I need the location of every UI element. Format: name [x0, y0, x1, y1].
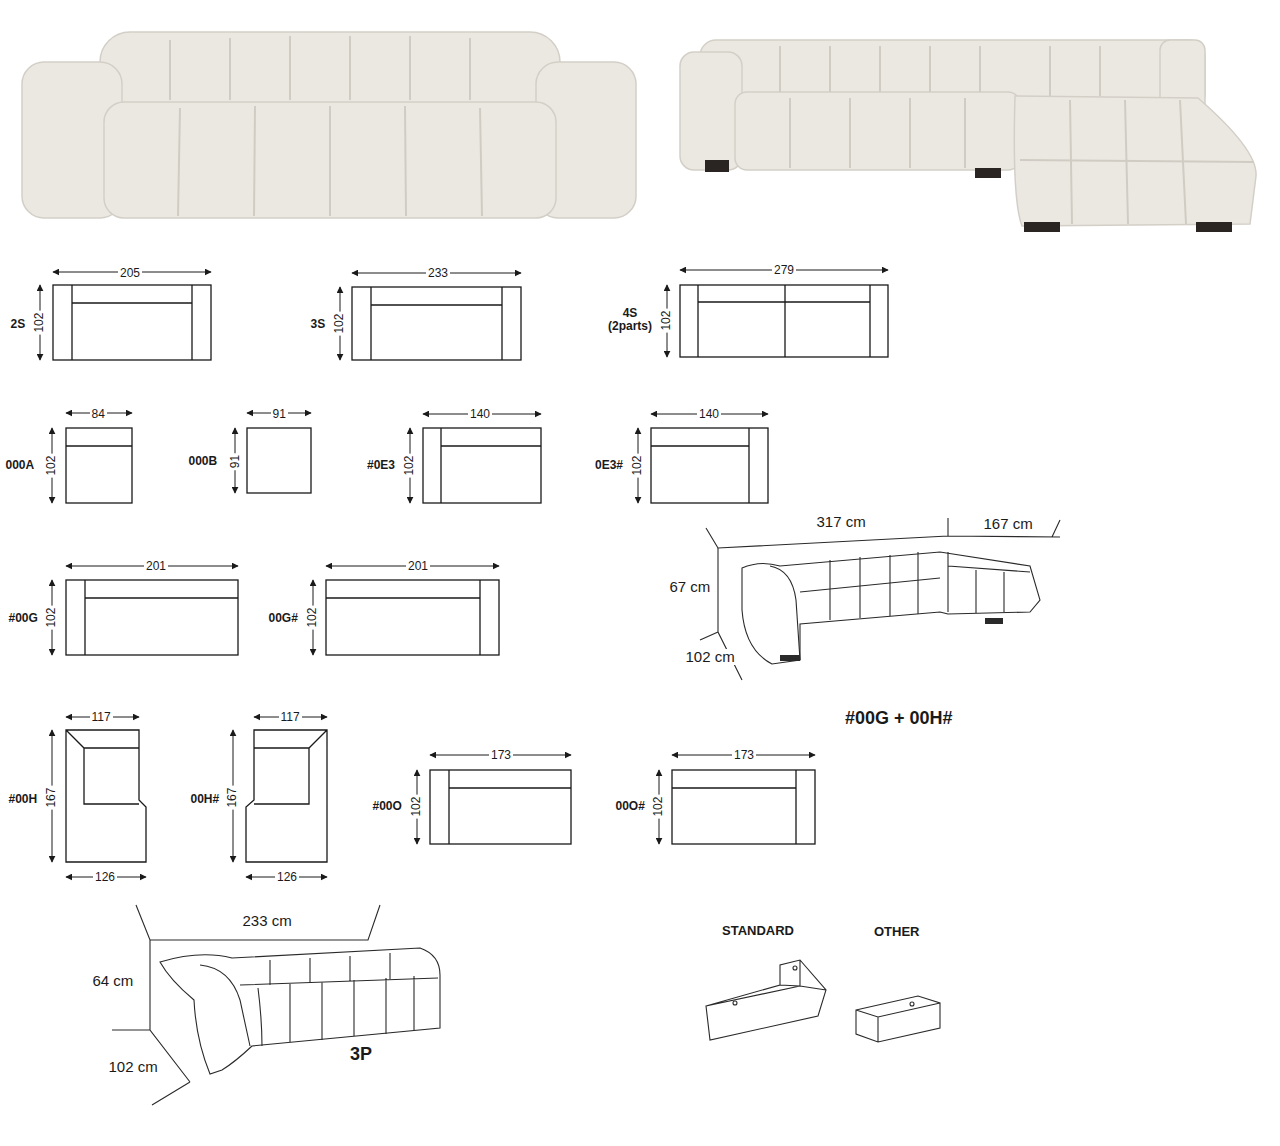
dimension-label: 102 — [45, 453, 58, 477]
dimension-label: 279 — [772, 264, 796, 277]
dimension-label: 102 — [333, 311, 346, 335]
dimension-label: 102 — [410, 794, 423, 818]
dimension-label: 173 — [732, 749, 756, 762]
dimension-label: 64 cm — [91, 973, 136, 990]
view-title: #00G + 00H# — [843, 709, 955, 729]
dimension-label: 102 — [652, 794, 665, 818]
dimension-label: 233 — [426, 267, 450, 280]
dimension-label: 91 — [229, 452, 242, 469]
dimension-label: 201 — [406, 560, 430, 573]
module-code: 000A — [5, 459, 36, 472]
dimension-label: 126 — [93, 871, 117, 884]
dimension-label: 102 — [306, 605, 319, 629]
module-code: 2S — [10, 318, 27, 331]
module-code: 3S — [310, 318, 327, 331]
dimension-label: 102 — [631, 453, 644, 477]
sofa-photo — [22, 32, 636, 218]
dimension-label: 140 — [697, 408, 721, 421]
module-code: #00H — [8, 793, 39, 806]
module-code: 000B — [188, 455, 219, 468]
dimension-label: 167 — [45, 785, 58, 809]
dimension-label: 102 cm — [684, 649, 737, 666]
dimension-label: 102 — [45, 605, 58, 629]
module-code: #0E3 — [366, 459, 396, 472]
dimension-label: 102 — [33, 310, 46, 334]
dimension-label: 167 — [226, 785, 239, 809]
hardware-label: OTHER — [872, 925, 922, 939]
dimension-label: 67 cm — [668, 579, 713, 596]
dimension-label: 140 — [468, 408, 492, 421]
hardware-label: STANDARD — [720, 924, 796, 938]
leg-hardware — [706, 960, 940, 1042]
dimension-label: 84 — [90, 408, 107, 421]
module-code: 4S (2parts) — [602, 307, 658, 333]
view-title: 3P — [348, 1045, 374, 1065]
module-plans — [53, 285, 888, 862]
dimension-label: 102 — [403, 453, 416, 477]
dimension-label: 117 — [279, 711, 302, 724]
corner-sofa-photo — [680, 40, 1256, 232]
dimension-label: 205 — [118, 267, 142, 280]
dimension-arrows — [40, 270, 888, 877]
module-code: 00O# — [615, 800, 646, 813]
dimension-label: 201 — [144, 560, 168, 573]
dimension-label: 102 cm — [107, 1059, 160, 1076]
dimension-label: 317 cm — [815, 514, 868, 531]
module-code: 00H# — [190, 793, 221, 806]
dimension-label: 91 — [271, 408, 288, 421]
dimension-label: 126 — [275, 871, 299, 884]
module-code: #00G — [8, 612, 39, 625]
module-code: 00G# — [268, 612, 299, 625]
dimension-label: 167 cm — [982, 516, 1035, 533]
corner-sofa-sketch — [700, 518, 1060, 680]
dimension-label: 102 — [660, 308, 673, 332]
three-seat-sketch — [112, 905, 440, 1105]
dimension-label: 233 cm — [241, 913, 294, 930]
module-code: 0E3# — [594, 459, 624, 472]
module-code: #00O — [372, 800, 403, 813]
dimension-label: 117 — [90, 711, 113, 724]
dimension-label: 173 — [489, 749, 513, 762]
